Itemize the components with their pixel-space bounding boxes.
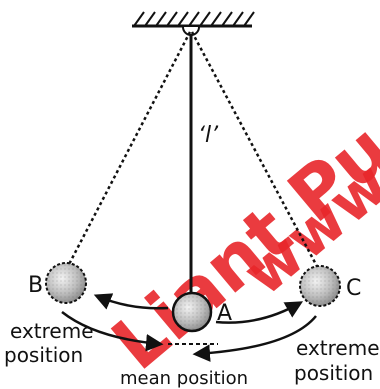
bob-a	[171, 291, 213, 333]
arrow-c-to-mean	[192, 315, 317, 362]
label-a: A	[217, 301, 232, 326]
extreme-right-label-line1: extreme	[296, 336, 380, 360]
label-b: B	[28, 273, 43, 298]
string-left-dotted	[63, 31, 192, 273]
bob-b	[45, 262, 87, 304]
arrow-b-to-mean	[61, 311, 164, 352]
pivot	[182, 26, 200, 36]
extreme-left-label-line1: extreme	[10, 319, 94, 343]
extreme-left-label-line2: position	[4, 343, 83, 367]
ceiling-support	[132, 11, 255, 28]
arrow-a-to-c	[215, 301, 304, 324]
bob-c	[299, 265, 341, 307]
extreme-right-label-line2: position	[294, 361, 373, 385]
mean-position-label: mean position	[120, 368, 248, 389]
length-label: ‘l’	[198, 123, 219, 148]
arrow-a-to-b	[93, 293, 169, 310]
label-c: C	[346, 276, 361, 301]
